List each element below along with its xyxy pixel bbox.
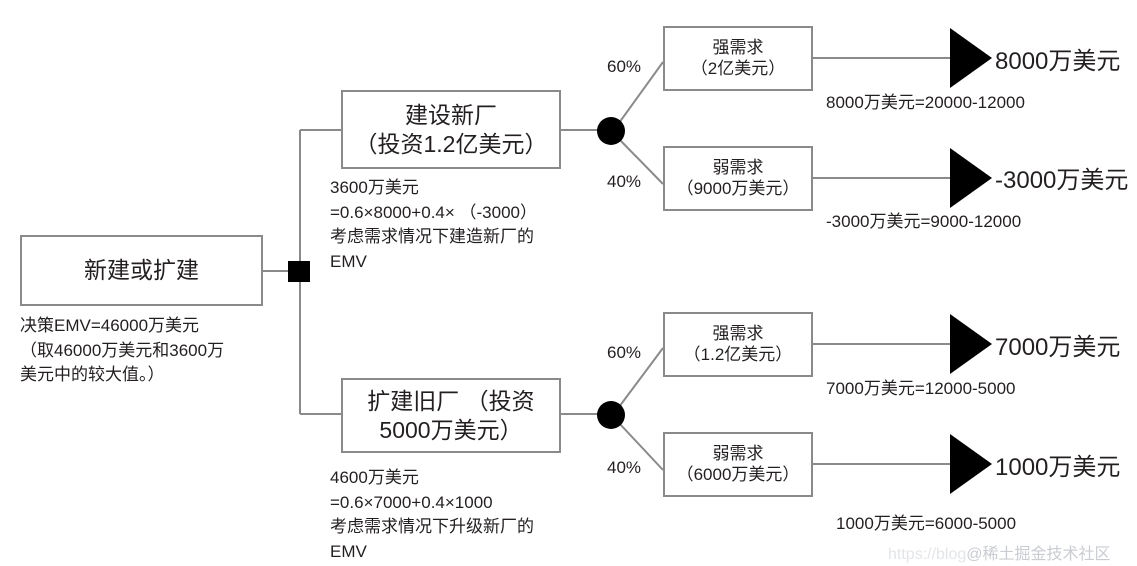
payoff-expand-strong: 7000万美元 [995, 334, 1121, 361]
branch-box-expand-old[interactable]: 扩建旧厂 （投资 5000万美元） [341, 378, 561, 453]
chance-node-circle-bottom [597, 401, 625, 429]
outcome-box-build-weak[interactable]: 弱需求 （9000万美元） [663, 146, 813, 211]
payoff-build-weak: -3000万美元 [995, 167, 1129, 194]
terminal-arrow-icon [950, 434, 992, 494]
payoff-expand-weak: 1000万美元 [995, 454, 1121, 481]
watermark: https://blog@稀土掘金技术社区 [888, 540, 1111, 564]
root-annotation: 决策EMV=46000万美元 （取46000万美元和3600万 美元中的较大值。… [20, 316, 225, 385]
probability-label-expand-strong: 60% [607, 343, 642, 362]
root-decision-box[interactable]: 新建或扩建 [20, 235, 263, 306]
watermark-name: @稀土掘金技术社区 [966, 546, 1111, 563]
terminal-arrow-icon [950, 28, 992, 88]
chance-node-circle-top [597, 117, 625, 145]
outcome-label-build-strong: 强需求 （2亿美元） [690, 37, 786, 78]
terminal-arrow-icon [950, 148, 992, 208]
probability-label-build-weak: 40% [607, 172, 642, 191]
probability-label-build-strong: 60% [607, 57, 642, 76]
decision-node-square [288, 261, 310, 282]
probability-label-expand-weak: 40% [607, 458, 642, 477]
outcome-box-expand-weak[interactable]: 弱需求 （6000万美元） [663, 432, 813, 497]
calculation-build-strong: 8000万美元=20000-12000 [826, 93, 1025, 112]
outcome-label-expand-strong: 强需求 （1.2亿美元） [683, 323, 793, 364]
terminal-arrow-icon [950, 314, 992, 374]
calculation-expand-weak: 1000万美元=6000-5000 [836, 514, 1017, 533]
outcome-box-build-strong[interactable]: 强需求 （2亿美元） [663, 26, 813, 91]
payoff-build-strong: 8000万美元 [995, 48, 1121, 75]
outcome-label-build-weak: 弱需求 （9000万美元） [676, 157, 800, 198]
calculation-build-weak: -3000万美元=9000-12000 [826, 212, 1022, 231]
branch-annotation-expand-old: 4600万美元 =0.6×7000+0.4×1000 考虑需求情况下升级新厂的 … [330, 468, 534, 561]
watermark-url: https://blog [888, 546, 967, 563]
branch-label-build-new: 建设新厂 （投资1.2亿美元） [354, 102, 548, 157]
branch-label-expand-old: 扩建旧厂 （投资 5000万美元） [367, 388, 535, 443]
branch-annotation-build-new: 3600万美元 =0.6×8000+0.4× （-3000） 考虑需求情况下建造… [330, 178, 537, 271]
outcome-box-expand-strong[interactable]: 强需求 （1.2亿美元） [663, 312, 813, 377]
outcome-label-expand-weak: 弱需求 （6000万美元） [676, 443, 800, 484]
root-label: 新建或扩建 [84, 257, 199, 284]
branch-box-build-new[interactable]: 建设新厂 （投资1.2亿美元） [341, 90, 561, 169]
calculation-expand-strong: 7000万美元=12000-5000 [826, 379, 1016, 398]
